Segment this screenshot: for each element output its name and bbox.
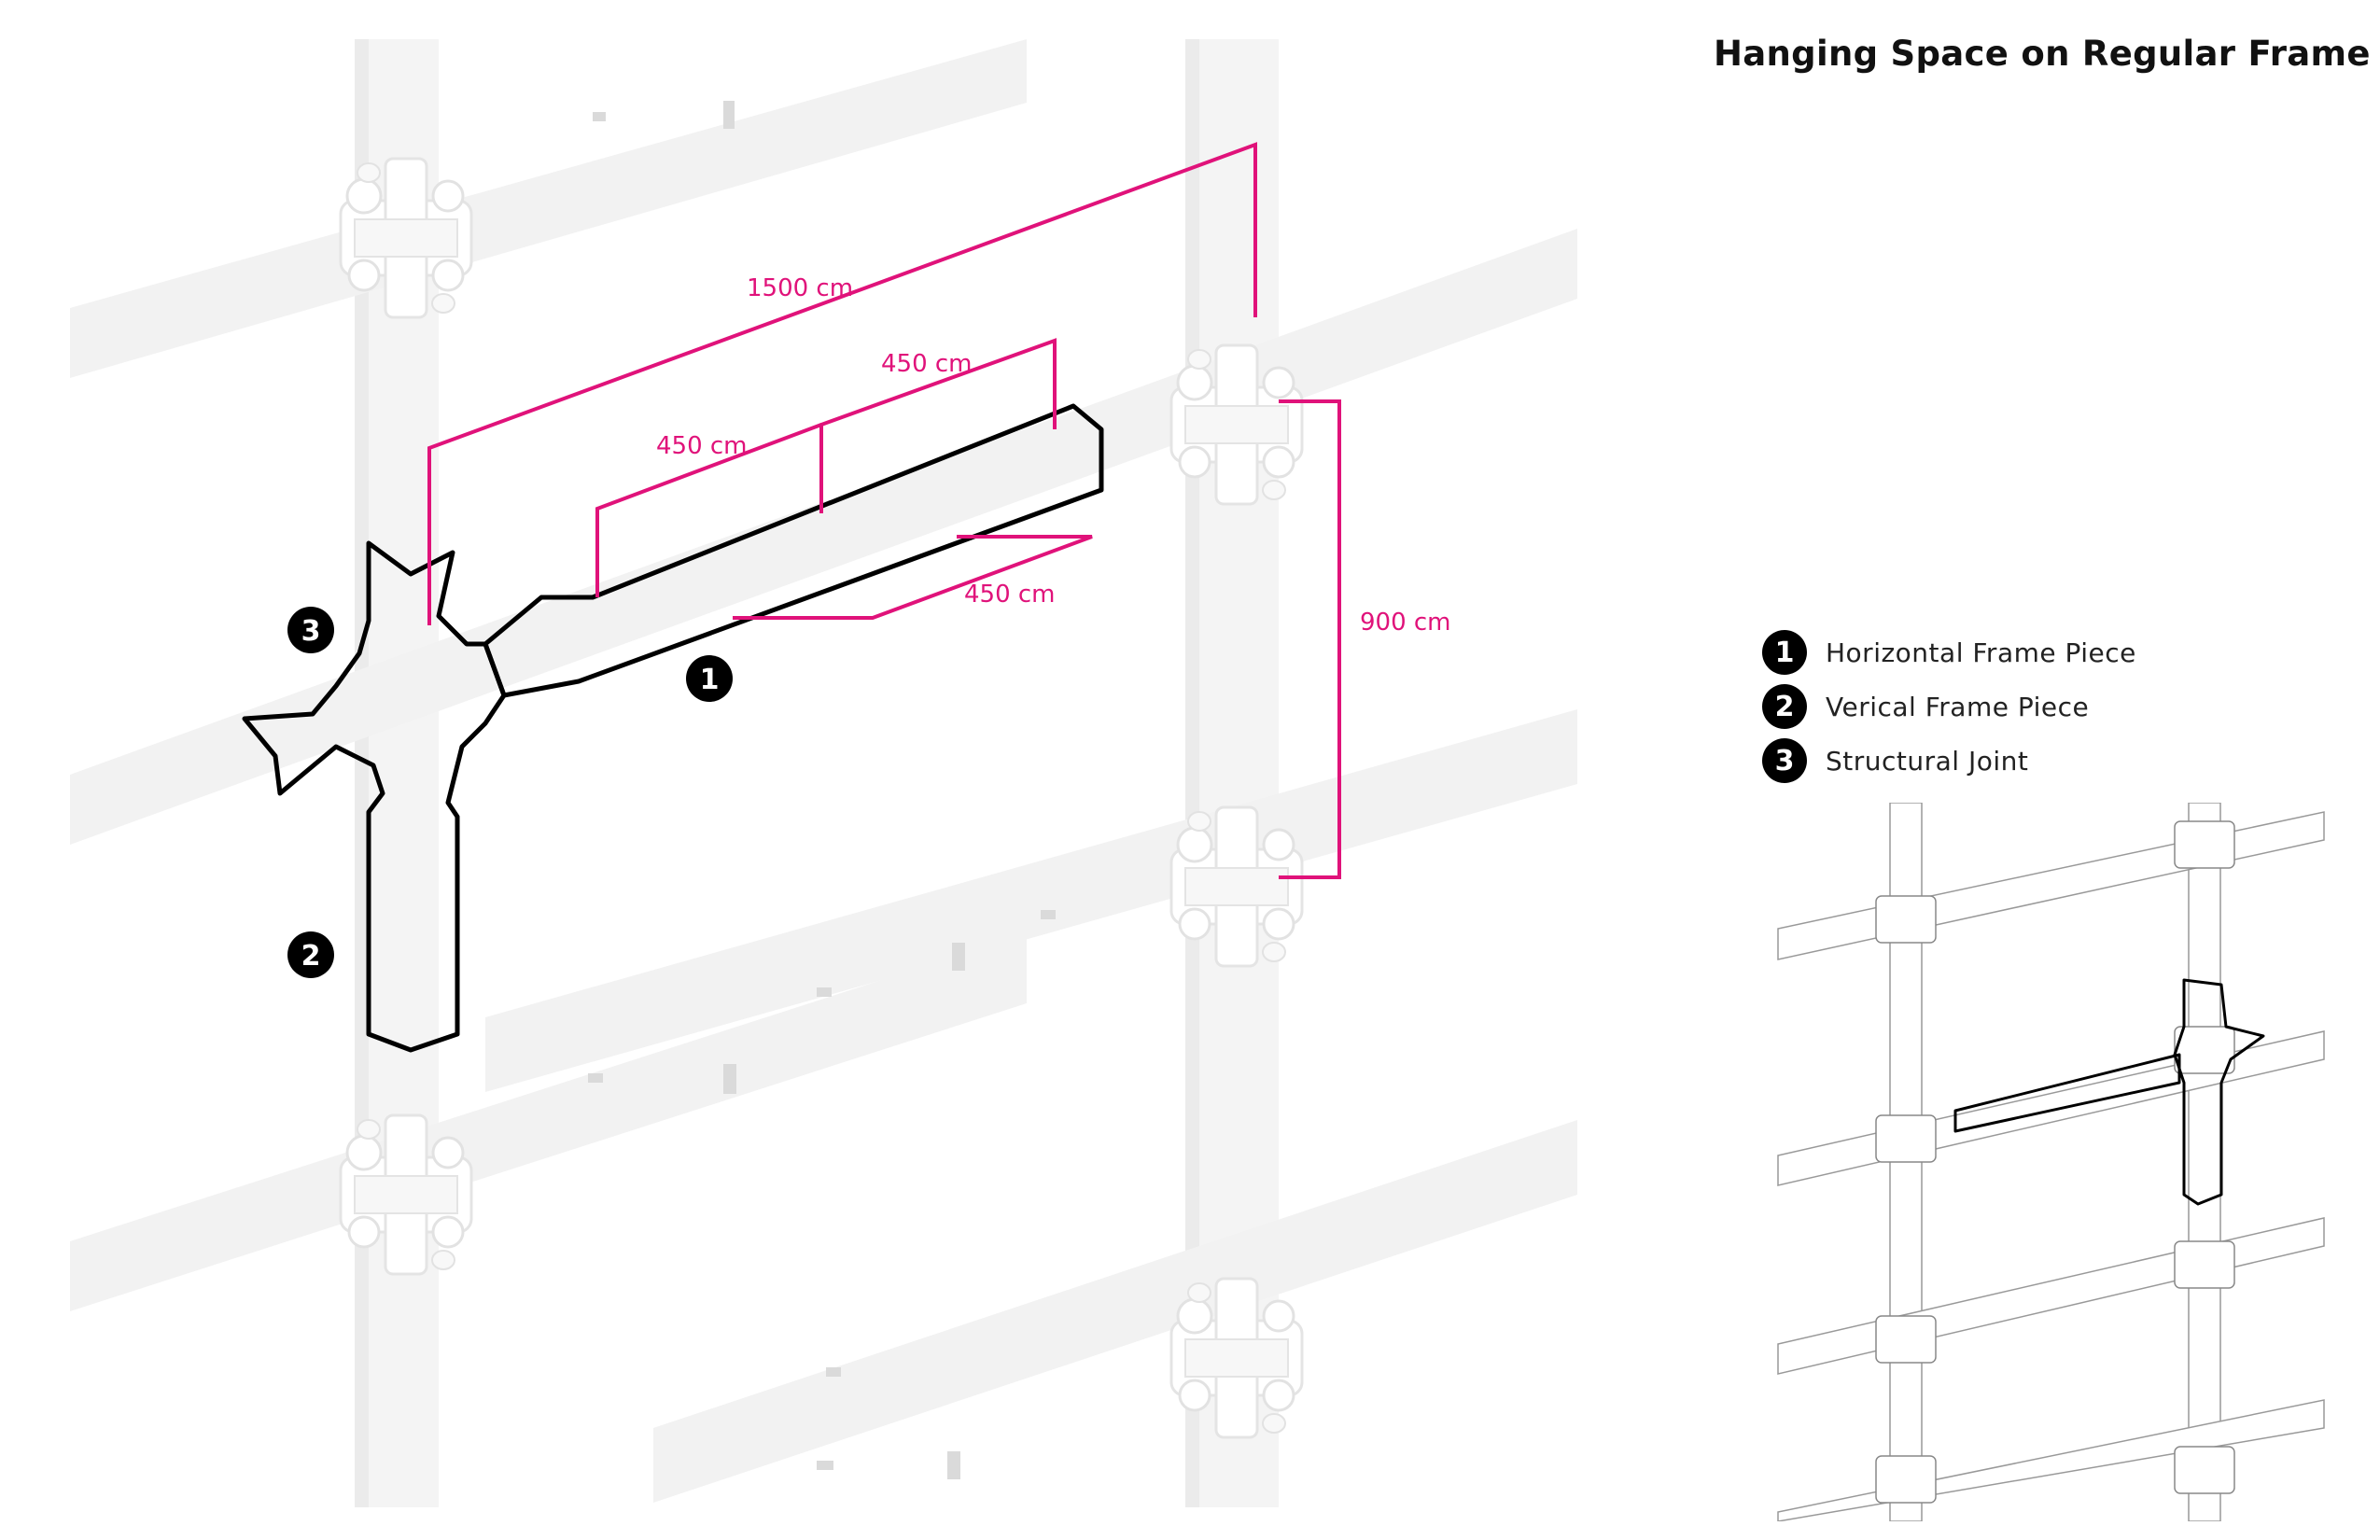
- dim-1500-line: [427, 142, 1257, 625]
- legend-item-vertical-frame-piece: 2 Verical Frame Piece: [1762, 679, 2136, 734]
- legend-label: Structural Joint: [1826, 745, 2029, 777]
- callout-1: 1: [686, 655, 733, 702]
- dim-1500-label: 1500 cm: [747, 274, 853, 302]
- horizontal-frame-piece-outline: [483, 403, 1104, 698]
- legend-label: Horizontal Frame Piece: [1826, 637, 2136, 668]
- horizontal-beams: [70, 39, 1577, 1503]
- dim-450-upper-right-line: [819, 338, 1057, 513]
- legend-label: Verical Frame Piece: [1826, 691, 2090, 722]
- dimension-lines: [427, 142, 1341, 879]
- legend-number-badge: 2: [1762, 684, 1807, 729]
- dim-450-lower-line: [733, 535, 1093, 620]
- main-frame-diagram: 1500 cm 450 cm 450 cm 450 cm 900 cm 1 2 …: [70, 39, 1577, 1507]
- highlighted-selection-outline: [242, 403, 1104, 1053]
- dim-450-lower-label: 450 cm: [964, 581, 1056, 609]
- svg-text:2: 2: [301, 940, 321, 973]
- svg-text:3: 3: [301, 615, 321, 648]
- callout-3: 3: [287, 607, 334, 653]
- dim-900-line: [1279, 399, 1341, 879]
- legend-item-structural-joint: 3 Structural Joint: [1762, 734, 2136, 788]
- callout-2: 2: [287, 931, 334, 978]
- legend-number-badge: 3: [1762, 738, 1807, 783]
- dim-450-upper-left-label: 450 cm: [656, 432, 748, 460]
- overview-inset-diagram: [1777, 803, 2325, 1521]
- legend-number-badge: 1: [1762, 630, 1807, 675]
- dim-450-upper-right-label: 450 cm: [881, 350, 973, 378]
- dim-450-upper-left-line: [595, 423, 822, 597]
- legend: 1 Horizontal Frame Piece 2 Verical Frame…: [1762, 625, 2136, 788]
- inset-highlight-outline: [1953, 978, 2265, 1206]
- dim-900-label: 900 cm: [1360, 609, 1451, 637]
- svg-text:1: 1: [700, 664, 720, 696]
- structural-joint-and-vertical-piece-outline: [242, 540, 507, 1053]
- beam-holes: [588, 101, 1056, 1479]
- diagram-title: Hanging Space on Regular Frame: [1714, 34, 2371, 74]
- legend-item-horizontal-frame-piece: 1 Horizontal Frame Piece: [1762, 625, 2136, 679]
